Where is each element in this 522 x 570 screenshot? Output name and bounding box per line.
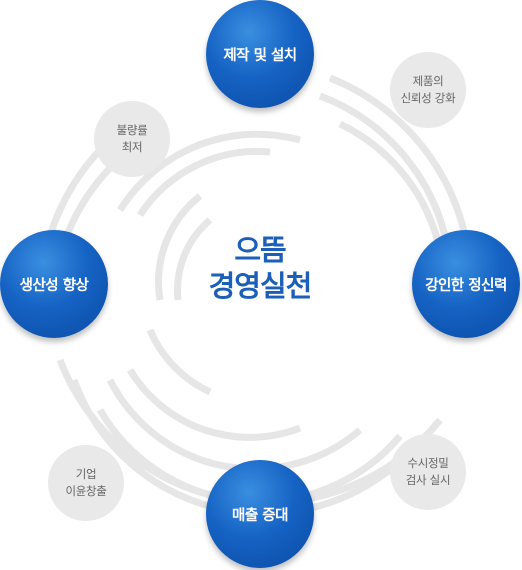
main-node-top: 제작 및 설치 bbox=[206, 0, 314, 108]
sub-node-bottom-left-line1: 기업 bbox=[75, 467, 97, 481]
main-node-left-label: 생산성 향상 bbox=[19, 277, 89, 294]
arc-2-right bbox=[318, 92, 452, 251]
main-node-right: 강인한 정신력 bbox=[412, 230, 520, 338]
arc-inner-left-2 bbox=[174, 217, 213, 301]
sub-node-top-right-line1: 제품의 bbox=[412, 74, 444, 88]
sub-node-top-left: 불량률 최저 bbox=[94, 101, 170, 177]
main-node-bottom: 매출 증대 bbox=[206, 460, 314, 568]
arc-4-top bbox=[117, 130, 301, 212]
main-node-top-label: 제작 및 설치 bbox=[223, 47, 297, 64]
arc-inner-bottom bbox=[146, 328, 212, 396]
main-node-bottom-label: 매출 증대 bbox=[232, 507, 288, 524]
arc-5-bottom bbox=[127, 368, 302, 441]
sub-node-bottom-right-line1: 수시정밀 bbox=[407, 456, 449, 470]
main-node-left: 생산성 향상 bbox=[0, 230, 108, 338]
sub-node-top-right-line2: 신뢰성 강화 bbox=[400, 91, 456, 105]
sub-node-bottom-right: 수시정밀 검사 실시 bbox=[390, 434, 466, 510]
arc-5-top bbox=[137, 147, 271, 217]
sub-node-bottom-left: 기업 이윤창출 bbox=[48, 445, 124, 521]
arc-inner-left bbox=[155, 193, 203, 301]
center-title-line1: 으뜸 bbox=[234, 233, 286, 267]
center-title: 으뜸 경영실천 bbox=[170, 232, 350, 304]
sub-node-top-left-line2: 최저 bbox=[121, 140, 143, 154]
sub-node-bottom-left-line2: 이윤창출 bbox=[65, 484, 107, 498]
sub-node-top-left-line1: 불량률 bbox=[116, 123, 148, 137]
center-title-line2: 경영실천 bbox=[208, 269, 313, 303]
sub-node-top-right: 제품의 신뢰성 강화 bbox=[390, 52, 466, 128]
arc-4-bottom bbox=[106, 378, 363, 473]
sub-node-bottom-right-line2: 검사 실시 bbox=[405, 473, 451, 487]
main-node-right-label: 강인한 정신력 bbox=[425, 277, 507, 294]
